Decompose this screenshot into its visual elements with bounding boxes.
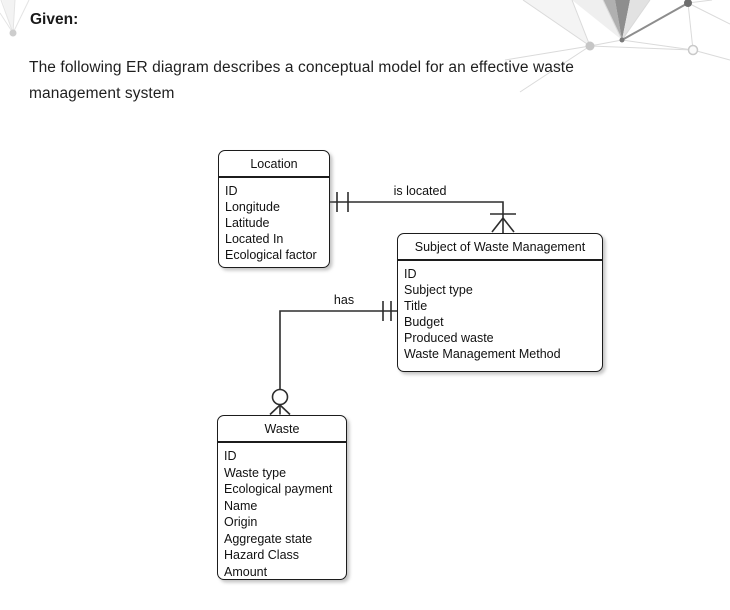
attribute: Longitude xyxy=(225,200,280,214)
attribute: Name xyxy=(224,498,258,513)
attribute: Origin xyxy=(224,515,258,529)
entity-subject-of-waste-management: Subject of Waste Management ID Subject t… xyxy=(397,233,603,372)
attribute: Waste type xyxy=(224,465,287,480)
entity-waste: Waste ID Waste type Ecological payment N… xyxy=(217,415,347,580)
entity-subject-of-waste-management-attributes: ID Subject type Title Budget Produced wa… xyxy=(398,261,602,366)
has-line xyxy=(279,310,397,389)
is-located-line xyxy=(330,201,504,233)
description-line-1: The following ER diagram describes a con… xyxy=(29,59,574,76)
relationship-label-is-located: is located xyxy=(393,184,447,198)
attribute: Budget xyxy=(404,315,444,329)
attribute: Produced waste xyxy=(404,331,494,345)
exactly-one-marker xyxy=(382,301,392,321)
attribute: Aggregate state xyxy=(224,531,313,546)
is-located-connector xyxy=(330,192,516,233)
attribute: Waste Management Method xyxy=(404,347,561,361)
attribute: Amount xyxy=(224,564,268,579)
entity-location: Location ID Longitude Latitude Located I… xyxy=(218,150,330,268)
attribute: Latitude xyxy=(225,216,270,230)
description-line-2: management system xyxy=(29,85,175,102)
has-connector xyxy=(269,301,397,416)
entity-subject-of-waste-management-title: Subject of Waste Management xyxy=(398,234,602,261)
zero-or-many-crow-foot-marker xyxy=(269,388,291,416)
entity-waste-attributes: ID Waste type Ecological payment Name Or… xyxy=(218,443,346,584)
attribute: ID xyxy=(225,184,238,198)
attribute: Hazard Class xyxy=(224,548,300,562)
relationship-label-has: has xyxy=(333,293,355,307)
given-label: Given: xyxy=(30,11,79,28)
attribute: Located In xyxy=(225,232,284,246)
attribute: ID xyxy=(404,267,417,281)
attribute: Title xyxy=(404,299,428,313)
one-or-many-crow-foot-marker xyxy=(490,213,516,233)
exactly-one-marker xyxy=(336,192,349,212)
attribute: Ecological payment xyxy=(224,482,333,496)
attribute: Subject type xyxy=(404,283,473,297)
entity-location-title: Location xyxy=(219,151,329,178)
attribute: ID xyxy=(224,449,237,463)
attribute: Ecological factor xyxy=(225,248,317,262)
entity-location-attributes: ID Longitude Latitude Located In Ecologi… xyxy=(219,178,329,267)
entity-waste-title: Waste xyxy=(218,416,346,443)
